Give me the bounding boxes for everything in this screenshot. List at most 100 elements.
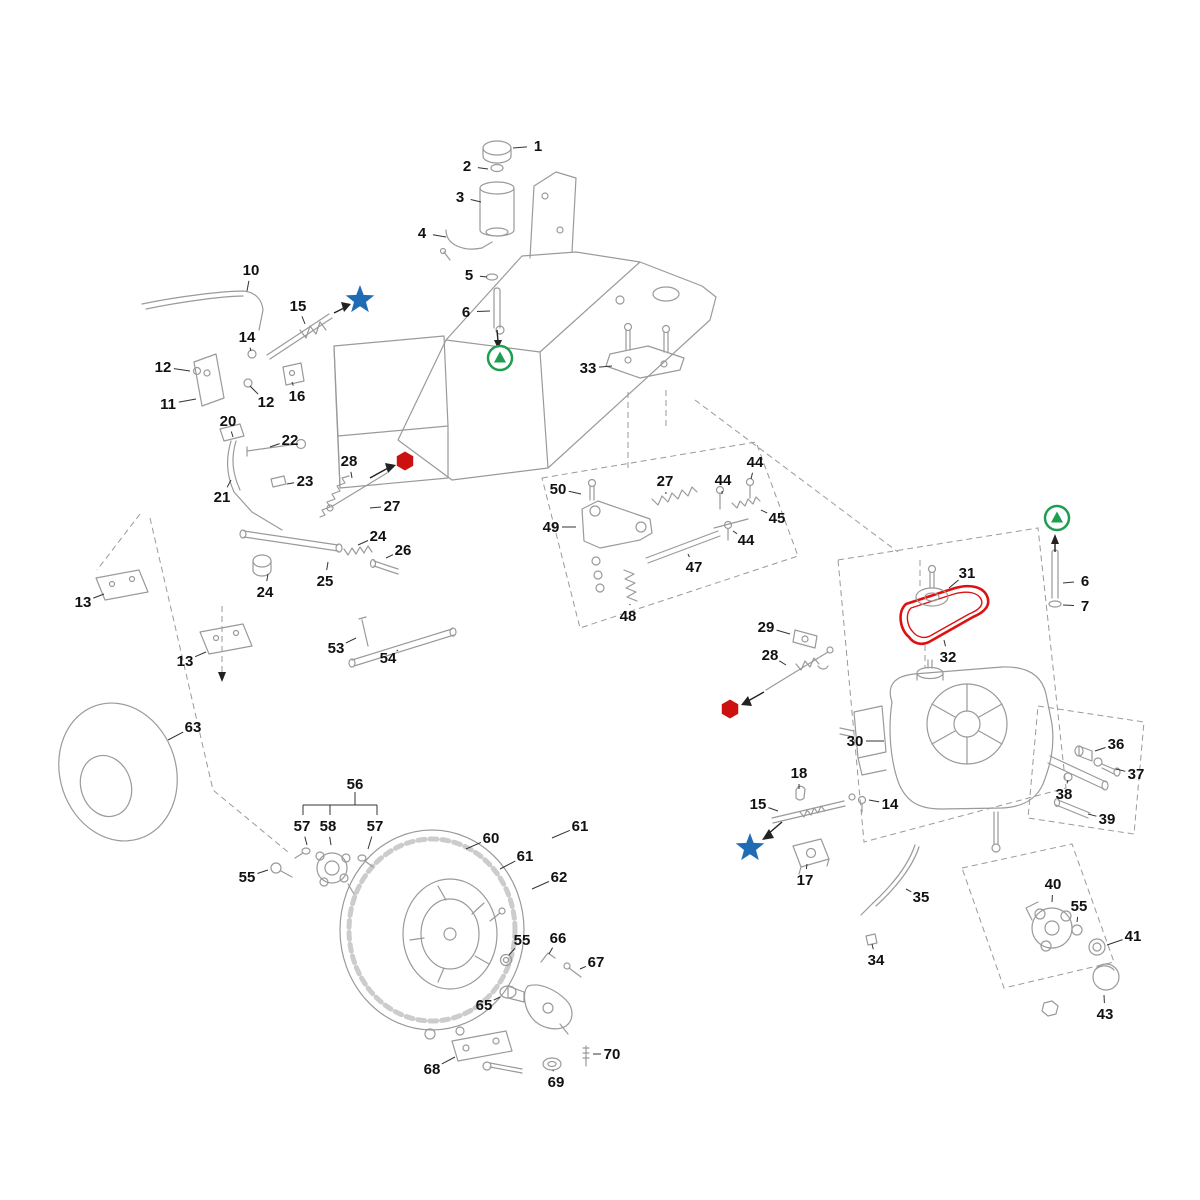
part-label-40: 40 <box>1045 876 1062 893</box>
leader-line <box>1076 916 1079 923</box>
part-label-63: 63 <box>185 719 202 736</box>
part-label-39: 39 <box>1099 811 1116 828</box>
pedal-assembly <box>95 290 457 668</box>
part-label-57: 57 <box>294 818 311 835</box>
leader-line <box>465 841 482 850</box>
part-label-3: 3 <box>456 189 464 206</box>
shift-lever-assembly <box>581 477 761 602</box>
part-label-17: 17 <box>797 872 814 889</box>
support-bracket-33 <box>605 322 685 379</box>
part-label-50: 50 <box>550 481 567 498</box>
leader-line <box>441 1056 456 1065</box>
fitting-parts-36-39 <box>1053 745 1121 819</box>
part-label-12: 12 <box>155 359 172 376</box>
part-label-27: 27 <box>657 473 674 490</box>
part-label-36: 36 <box>1108 736 1125 753</box>
leader-line <box>531 881 550 890</box>
leader-line <box>246 280 250 292</box>
tire-wheel-assembly <box>58 702 590 1074</box>
leader-line <box>226 479 232 488</box>
part-label-14: 14 <box>239 329 256 346</box>
leader-line <box>943 639 946 647</box>
part-label-55: 55 <box>514 932 531 949</box>
part-label-31: 31 <box>959 565 976 582</box>
part-label-56: 56 <box>347 776 364 793</box>
part-label-25: 25 <box>317 573 334 590</box>
part-label-13: 13 <box>75 594 92 611</box>
leader-line <box>1115 768 1126 772</box>
leader-line <box>512 146 528 149</box>
part-label-69: 69 <box>548 1074 565 1091</box>
part-label-23: 23 <box>297 473 314 490</box>
part-label-44: 44 <box>715 472 732 489</box>
connector-star-marker <box>735 833 765 861</box>
leader-line <box>548 947 554 955</box>
part-label-27: 27 <box>384 498 401 515</box>
part-label-41: 41 <box>1125 928 1142 945</box>
part-label-20: 20 <box>220 413 237 430</box>
connector-star-marker <box>345 285 375 313</box>
leader-line <box>479 275 488 278</box>
leader-line <box>432 234 447 238</box>
leader-line <box>345 637 357 644</box>
part-label-67: 67 <box>588 954 605 971</box>
leader-line <box>868 799 880 803</box>
part-label-12: 12 <box>258 394 275 411</box>
part-label-14: 14 <box>882 796 899 813</box>
connector-triangle-marker <box>486 344 514 372</box>
part-label-7: 7 <box>1081 598 1089 615</box>
connector-markers-layer <box>345 285 1071 861</box>
wheel-hub-assembly <box>1025 901 1120 1017</box>
leader-line <box>1087 813 1097 817</box>
brake-rod-assembly <box>771 785 920 946</box>
part-label-48: 48 <box>620 608 637 625</box>
leader-line <box>805 863 808 870</box>
part-label-44: 44 <box>747 454 764 471</box>
clutch-rod-assembly <box>765 629 834 691</box>
part-label-43: 43 <box>1097 1006 1114 1023</box>
flow-arrows <box>218 302 1059 840</box>
part-label-29: 29 <box>758 619 775 636</box>
leader-line <box>369 506 382 509</box>
leader-line <box>301 316 306 325</box>
leader-line <box>385 554 394 559</box>
part-label-60: 60 <box>483 830 500 847</box>
part-label-49: 49 <box>543 519 560 536</box>
connector-triangle-marker <box>1043 504 1071 532</box>
leader-line <box>167 731 184 741</box>
leader-line <box>470 199 482 203</box>
leader-line <box>249 347 252 352</box>
chassis-frame <box>333 171 717 489</box>
leader-line <box>508 947 516 956</box>
leader-line <box>551 829 571 839</box>
part-label-15: 15 <box>290 298 307 315</box>
part-label-61: 61 <box>572 818 589 835</box>
part-label-70: 70 <box>604 1046 621 1063</box>
part-label-54: 54 <box>380 650 397 667</box>
part-label-47: 47 <box>686 559 703 576</box>
part-label-26: 26 <box>395 542 412 559</box>
part-label-65: 65 <box>476 997 493 1014</box>
part-label-58: 58 <box>320 818 337 835</box>
connector-hex-marker <box>396 451 414 471</box>
leader-line <box>286 482 295 485</box>
leader-line <box>687 553 690 558</box>
part-label-21: 21 <box>214 489 231 506</box>
part-label-18: 18 <box>791 765 808 782</box>
leader-line <box>948 579 959 589</box>
leader-line <box>760 509 768 514</box>
part-label-55: 55 <box>1071 898 1088 915</box>
leader-line <box>230 431 234 438</box>
leader-line <box>493 996 501 1001</box>
part-label-2: 2 <box>463 158 471 175</box>
part-label-11: 11 <box>160 396 176 413</box>
leader-line <box>779 660 787 666</box>
leader-line <box>291 381 294 386</box>
leader-line <box>776 629 791 635</box>
part-label-6: 6 <box>462 304 470 321</box>
part-label-62: 62 <box>551 869 568 886</box>
part-label-10: 10 <box>243 262 260 279</box>
leader-line <box>750 472 753 480</box>
leader-line <box>871 943 874 950</box>
